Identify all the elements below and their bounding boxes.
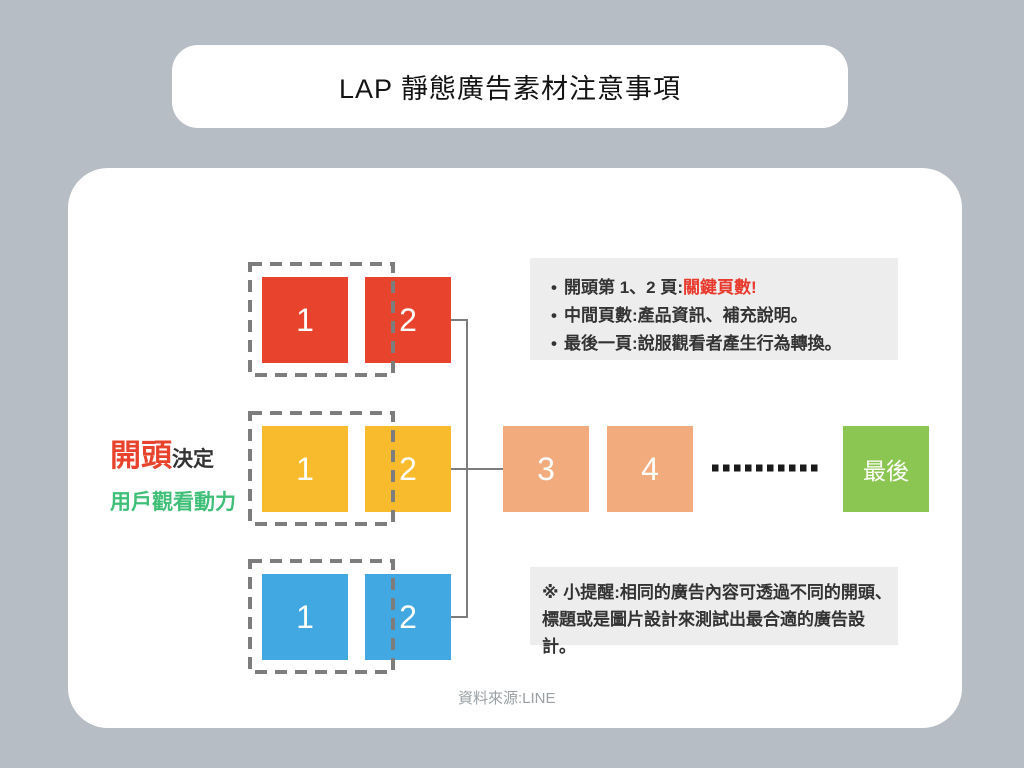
square-label: 2 <box>399 450 417 487</box>
square-yellow-1: 1 <box>262 426 348 512</box>
square-final: 最後 <box>843 426 929 512</box>
square-blue-2: 2 <box>365 574 451 660</box>
tip-line-1: ※ 小提醒:相同的廣告內容可透過不同的開頭、 <box>542 583 892 602</box>
square-middle-3: 3 <box>503 426 589 512</box>
opening-label-rest: 決定 <box>172 448 214 471</box>
square-label: 2 <box>399 598 417 635</box>
note-bullet-2: • 中間頁數:產品資訊、補充說明。 <box>544 302 898 330</box>
square-label: 1 <box>296 301 314 338</box>
note-text-prefix: 開頭第 1、2 頁: <box>564 278 684 297</box>
notes-box: • 開頭第 1、2 頁:關鍵頁數! • 中間頁數:產品資訊、補充說明。 • 最後… <box>530 258 898 360</box>
note-text: 最後一頁:說服觀看者產生行為轉換。 <box>564 330 842 358</box>
square-blue-1: 1 <box>262 574 348 660</box>
bullet-icon: • <box>551 334 557 353</box>
bullet-icon: • <box>551 306 557 325</box>
square-label: 3 <box>537 450 555 487</box>
title-banner: LAP 靜態廣告素材注意事項 <box>172 45 848 128</box>
opening-label-line2: 用戶觀看動力 <box>110 491 236 514</box>
square-red-2: 2 <box>365 277 451 363</box>
opening-label-emphasis: 開頭 <box>110 438 172 473</box>
square-label: 1 <box>296 450 314 487</box>
note-bullet-1: • 開頭第 1、2 頁:關鍵頁數! <box>544 274 898 302</box>
note-bullet-3: • 最後一頁:說服觀看者產生行為轉換。 <box>544 330 898 358</box>
square-label: 1 <box>296 598 314 635</box>
page-title: LAP 靜態廣告素材注意事項 <box>338 74 682 104</box>
note-text: 中間頁數:產品資訊、補充說明。 <box>564 302 808 330</box>
square-final-label: 最後 <box>863 458 909 484</box>
note-text-highlight: 關鍵頁數! <box>683 278 757 297</box>
square-label: 4 <box>641 450 659 487</box>
bullet-icon: • <box>551 278 557 297</box>
square-middle-4: 4 <box>607 426 693 512</box>
tip-line-2: 標題或是圖片設計來測試出最合適的廣告設計。 <box>542 610 865 656</box>
note-text-prefix: 中間頁數:產品資訊、補充說明。 <box>564 306 808 325</box>
opening-label-line1: 開頭 決定 <box>110 430 236 475</box>
note-text: 開頭第 1、2 頁:關鍵頁數! <box>564 274 757 302</box>
tip-box: ※ 小提醒:相同的廣告內容可透過不同的開頭、 標題或是圖片設計來測試出最合適的廣… <box>530 567 898 656</box>
square-red-1: 1 <box>262 277 348 363</box>
source-credit: 資料來源:LINE <box>458 690 556 707</box>
square-yellow-2: 2 <box>365 426 451 512</box>
note-text-prefix: 最後一頁:說服觀看者產生行為轉換。 <box>564 334 842 353</box>
square-label: 2 <box>399 301 417 338</box>
opening-label: 開頭 決定 用戶觀看動力 <box>110 430 236 516</box>
